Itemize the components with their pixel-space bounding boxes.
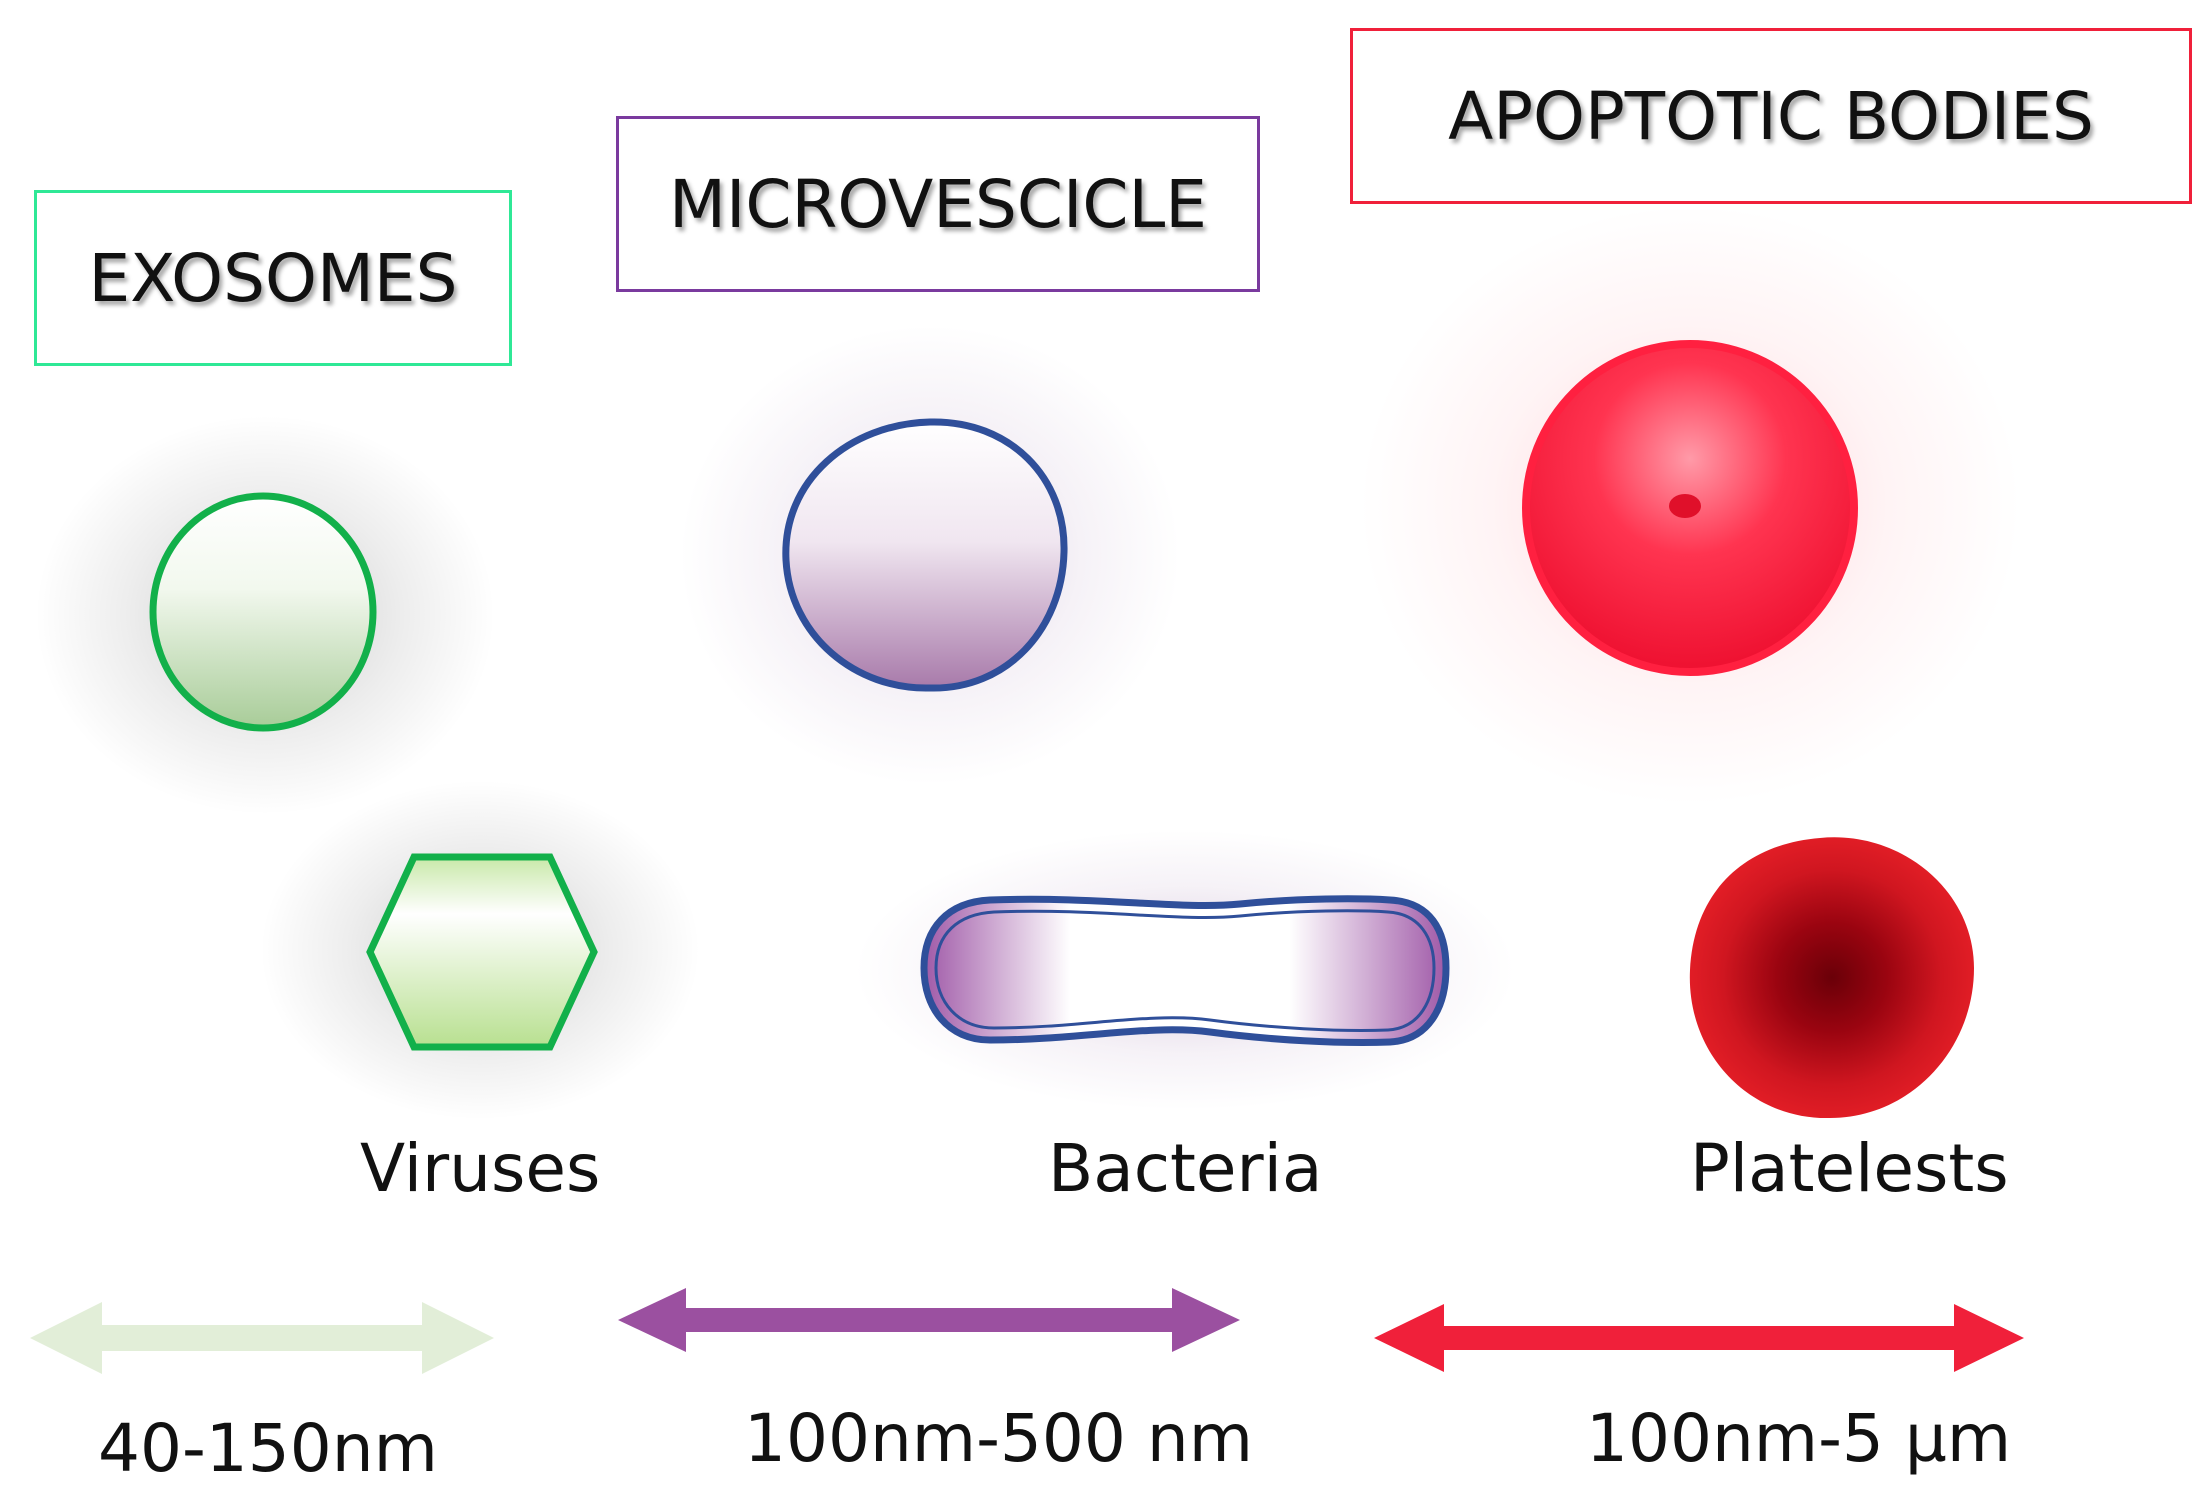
arrow-apoptotic-range (1374, 1304, 2024, 1372)
apoptotic-bodies-label-box: APOPTOTIC BODIES (1350, 28, 2192, 204)
microvesicle-vesicle (782, 418, 1068, 692)
exosome-vesicle (149, 492, 377, 732)
arrow-exosomes-range (30, 1302, 494, 1374)
microvesicle-label-box: MICROVESCICLE (616, 116, 1260, 292)
exosomes-label: EXOSOMES (88, 239, 458, 317)
apoptotic-nucleus (1669, 494, 1701, 518)
microvesicle-label: MICROVESCICLE (669, 165, 1207, 243)
apoptotic-bodies-label: APOPTOTIC BODIES (1448, 77, 2094, 155)
bacteria-caption: Bacteria (1048, 1130, 1323, 1207)
viruses-caption: Viruses (360, 1130, 601, 1207)
exosomes-label-box: EXOSOMES (34, 190, 512, 366)
bacteria-inner-wall (934, 909, 1436, 1032)
microvesicle-size-range: 100nm-500 nm (744, 1400, 1253, 1477)
virus-hexagon (366, 853, 598, 1051)
platelets-caption: Platelests (1690, 1130, 2009, 1207)
platelet (1689, 837, 1974, 1119)
arrow-microvesicle-range (618, 1288, 1240, 1352)
exosomes-size-range: 40-150nm (98, 1410, 438, 1487)
apoptotic-size-range: 100nm-5 µm (1586, 1400, 2012, 1477)
bacteria-rod (920, 895, 1450, 1046)
